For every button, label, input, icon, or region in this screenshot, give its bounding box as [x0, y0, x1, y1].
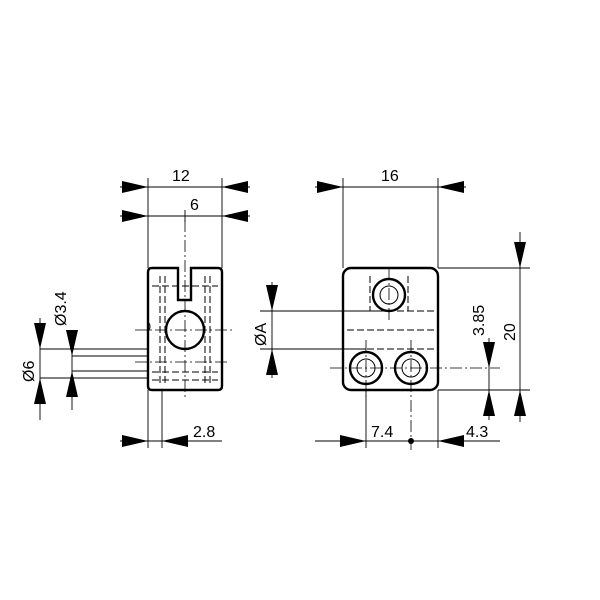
dim-4-3: 4.3: [411, 424, 500, 447]
dim-20-label: 20: [502, 323, 519, 341]
front-view-extension-lines: [260, 178, 530, 448]
dim-dia-a-label: ØA: [253, 323, 270, 346]
dim-2-8: 2.8: [120, 424, 222, 447]
dim-12-label: 12: [172, 168, 190, 185]
dim-12: 12: [120, 168, 250, 193]
dim-6-label: 6: [190, 197, 199, 214]
dim-dia-a: ØA: [253, 282, 278, 378]
dim-dia-3-4: Ø3.4: [53, 291, 78, 410]
dim-2-8-label: 2.8: [193, 424, 215, 441]
dim-dia-3-4-label: Ø3.4: [53, 291, 70, 326]
side-view-extension-lines: [40, 178, 223, 448]
dim-6: 6: [120, 197, 250, 222]
dim-3-85-label: 3.85: [471, 305, 488, 336]
dim-16: 16: [315, 168, 466, 193]
side-view-outline: [146, 266, 224, 392]
dim-dia-6-label: Ø6: [21, 361, 38, 382]
dim-7-4-label: 7.4: [371, 424, 393, 441]
side-view: [135, 220, 235, 400]
front-hidden-lines: [347, 276, 434, 350]
dim-20: 20: [502, 232, 526, 422]
front-view-outline: [341, 266, 440, 392]
side-notch: [147, 321, 151, 333]
dim-dia-6: Ø6: [21, 318, 46, 420]
dim-16-label: 16: [381, 168, 399, 185]
front-view: [330, 266, 500, 450]
dim-4-3-label: 4.3: [466, 424, 488, 441]
dim-7-4: 7.4: [315, 424, 411, 447]
dim-3-85: 3.85: [471, 305, 495, 420]
